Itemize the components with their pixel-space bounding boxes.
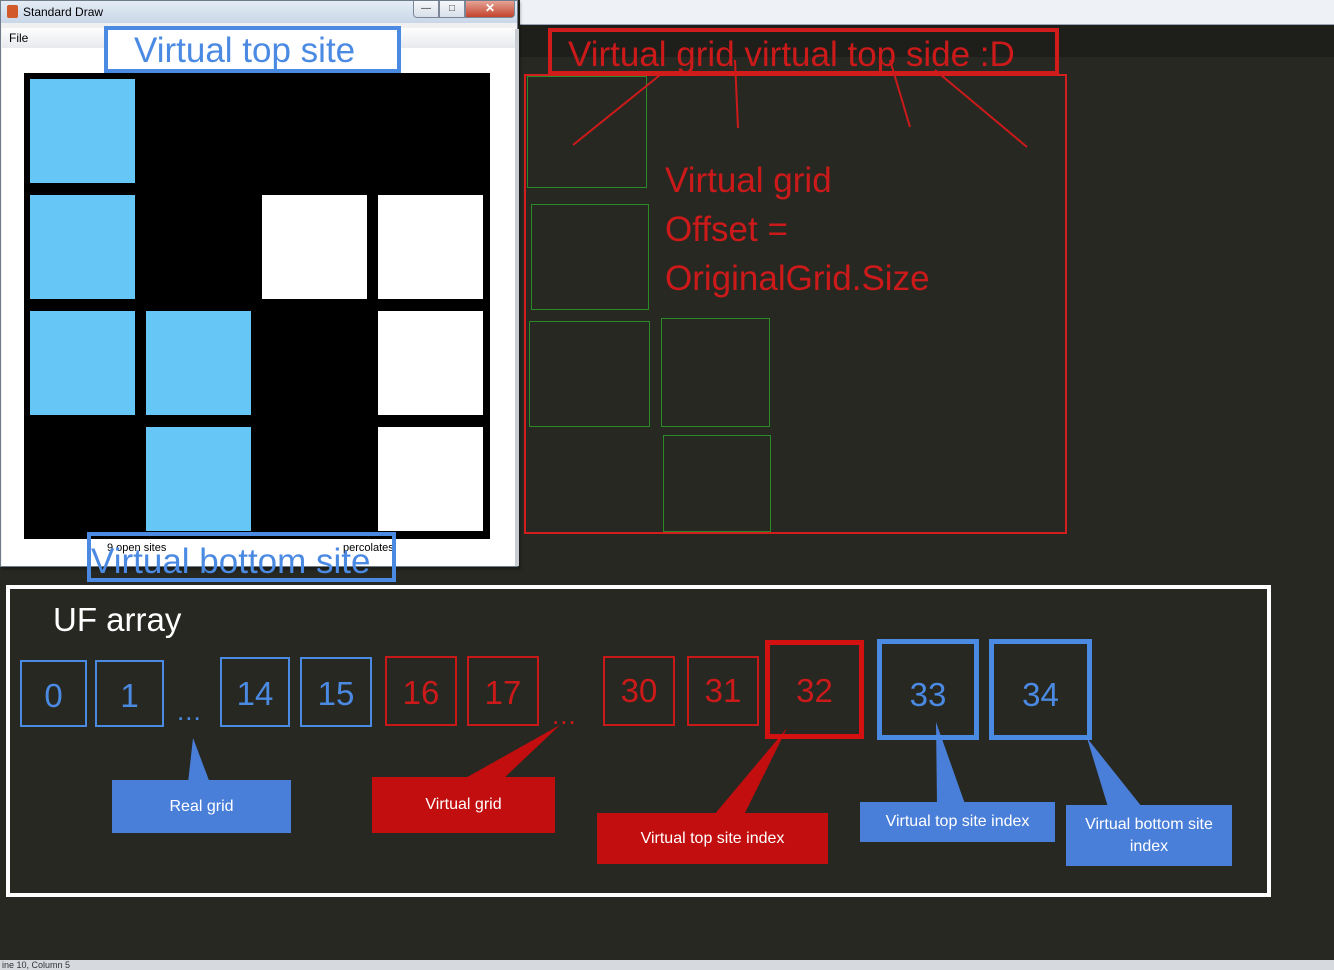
virtual-grid-heading-box: Virtual grid virtual top side :D bbox=[548, 28, 1059, 75]
uf-ellipsis: ... bbox=[177, 696, 202, 726]
virtual-top-site-index-callout: Virtual top site index bbox=[597, 813, 828, 864]
offset-line: OriginalGrid.Size bbox=[665, 259, 930, 298]
uf-array-panel bbox=[6, 585, 1271, 897]
percolation-grid bbox=[24, 73, 490, 539]
close-button[interactable]: ✕ bbox=[465, 1, 515, 18]
uf-array-title: UF array bbox=[53, 601, 182, 638]
offset-line: Offset = bbox=[665, 210, 788, 249]
uf-cell: 1 bbox=[95, 660, 164, 727]
full-site bbox=[29, 78, 135, 183]
window-title: Standard Draw bbox=[23, 5, 104, 19]
uf-cell: 0 bbox=[20, 660, 87, 727]
open-sites-count: 9 open sites bbox=[107, 542, 167, 554]
uf-cell: 31 bbox=[687, 656, 759, 726]
uf-cell: 30 bbox=[603, 656, 675, 726]
open-site bbox=[262, 194, 368, 299]
uf-ellipsis: ... bbox=[552, 700, 577, 730]
uf-cell-virtual-top-site: 33 bbox=[877, 639, 979, 740]
uf-cell-virtual-bottom-site: 34 bbox=[989, 639, 1092, 740]
uf-cell: 16 bbox=[385, 656, 457, 726]
window-edge-strip bbox=[515, 29, 519, 566]
virtual-cell bbox=[531, 204, 649, 310]
minimize-button[interactable]: — bbox=[413, 1, 439, 18]
java-app-icon bbox=[7, 5, 18, 18]
full-site bbox=[29, 194, 135, 299]
editor-status-bar: ine 10, Column 5 bbox=[0, 960, 1334, 970]
open-site bbox=[378, 427, 484, 532]
virtual-cell bbox=[663, 435, 771, 532]
open-site bbox=[378, 311, 484, 416]
virtual-grid-frame bbox=[524, 74, 1067, 534]
uf-cell-virtual-top: 32 bbox=[765, 640, 864, 739]
virtual-top-site-callout: Virtual top site bbox=[104, 26, 401, 73]
virtual-bottom-site-text: Virtual bottom site bbox=[91, 542, 371, 581]
editor-titlebar bbox=[520, 0, 1334, 25]
full-site bbox=[145, 427, 251, 532]
virtual-grid-heading: Virtual grid virtual top side :D bbox=[568, 35, 1015, 74]
menu-file[interactable]: File bbox=[9, 31, 29, 45]
virtual-cell bbox=[527, 76, 647, 188]
virtual-grid-callout: Virtual grid bbox=[372, 777, 555, 833]
offset-line: Virtual grid bbox=[665, 161, 832, 200]
uf-cell: 14 bbox=[220, 657, 290, 727]
real-grid-callout: Real grid bbox=[112, 780, 291, 833]
uf-cell: 17 bbox=[467, 656, 539, 726]
open-site bbox=[378, 194, 484, 299]
full-site bbox=[145, 311, 251, 416]
virtual-bottom-site-index-callout: Virtual bottom site index bbox=[1066, 805, 1232, 866]
maximize-button[interactable]: □ bbox=[439, 1, 465, 18]
full-site bbox=[29, 311, 135, 416]
virtual-top-site-index-blue-callout: Virtual top site index bbox=[860, 802, 1055, 842]
window-titlebar[interactable]: Standard Draw — □ ✕ bbox=[1, 1, 517, 23]
virtual-cell bbox=[529, 321, 650, 427]
percolates-status: percolates bbox=[343, 542, 394, 554]
uf-cell: 15 bbox=[300, 657, 372, 727]
virtual-cell bbox=[661, 318, 770, 427]
virtual-bottom-site-callout: Virtual bottom site bbox=[87, 532, 396, 582]
virtual-grid-offset-note: Virtual grid Offset = OriginalGrid.Size bbox=[665, 156, 930, 303]
virtual-top-site-text: Virtual top site bbox=[134, 31, 356, 70]
